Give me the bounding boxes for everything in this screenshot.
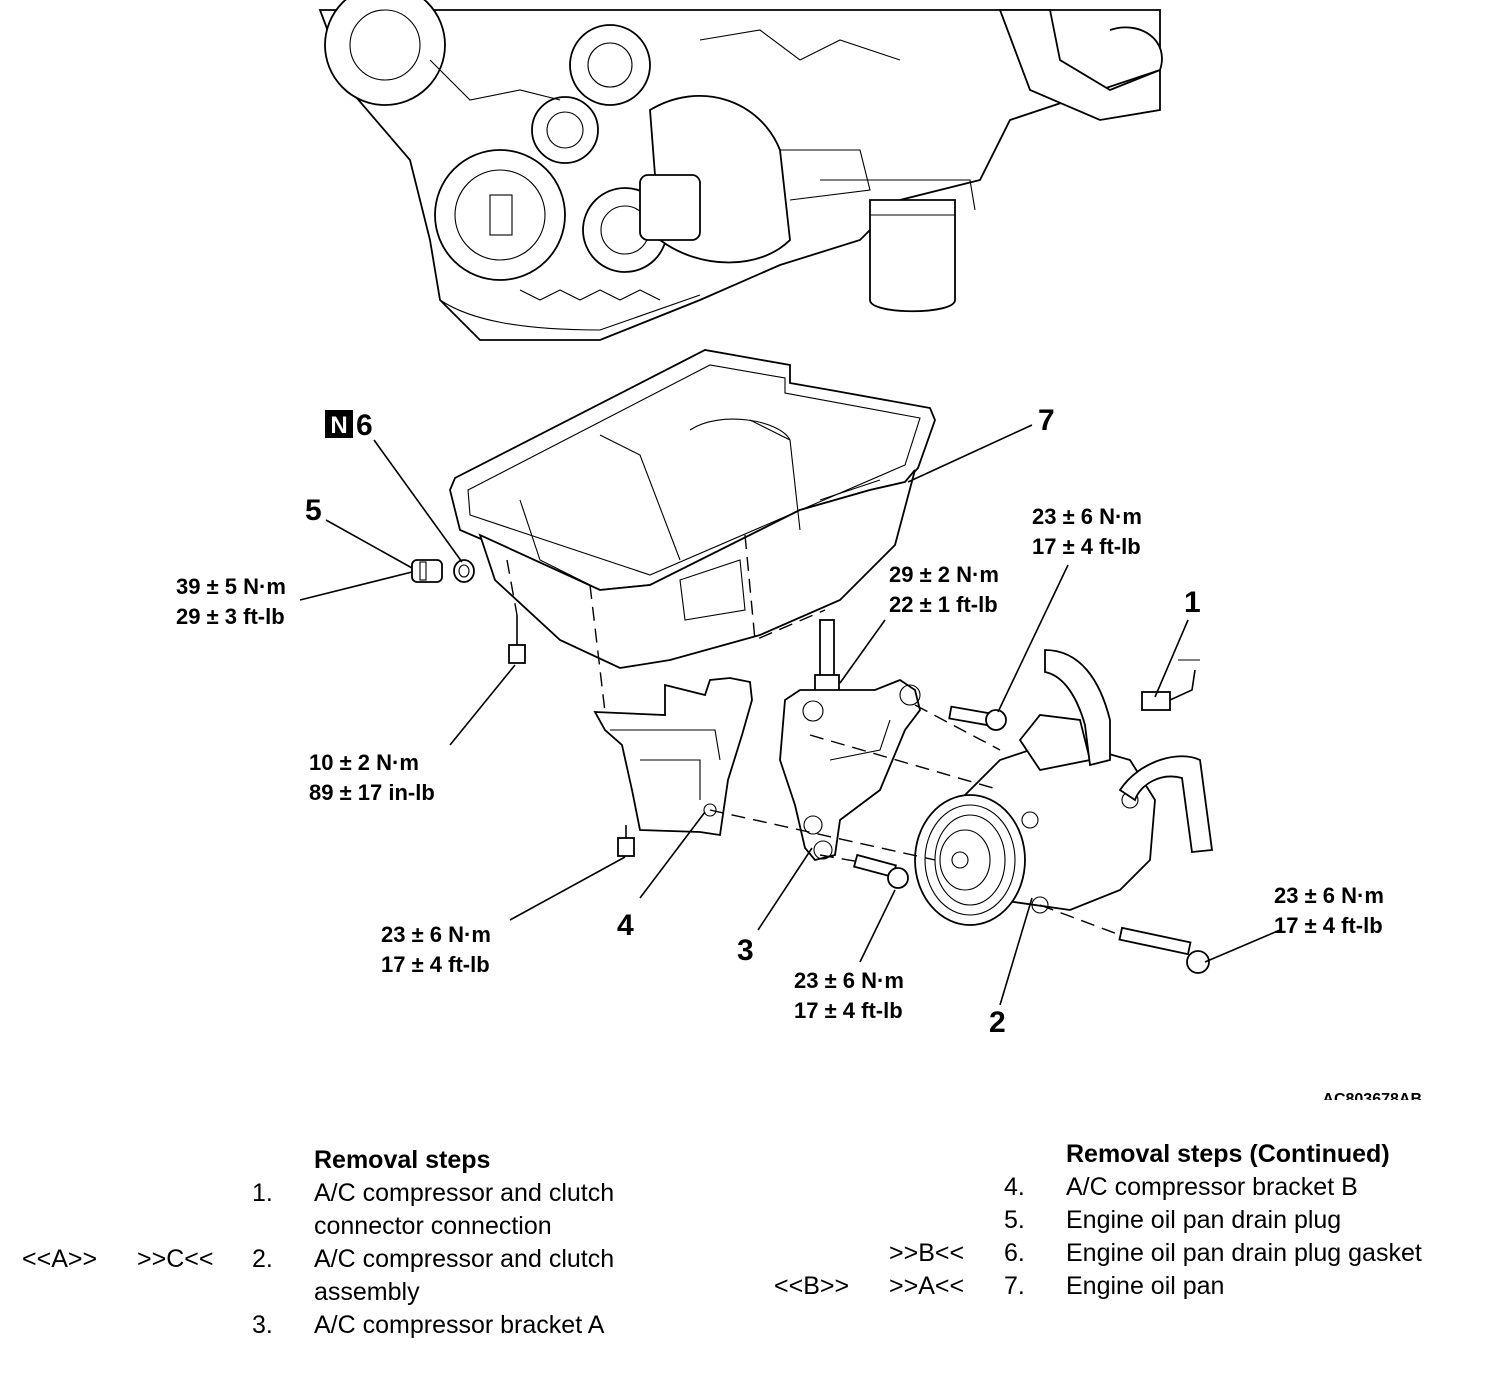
callout-5: 5 [305,494,322,527]
bracket-b-bolt [617,825,635,857]
svg-text:23 ± 6 N·m: 23 ± 6 N·m [794,968,904,993]
callout-6: 6 [356,409,373,442]
step-text: A/C compressor and clutch assembly [314,1245,615,1306]
step-text: A/C compressor bracket A [314,1311,605,1339]
drain-plug [411,559,443,583]
callout-3: 3 [737,934,754,967]
engine-oil-pan [449,349,936,669]
svg-text:17 ± 4 ft-lb: 17 ± 4 ft-lb [794,998,903,1023]
torque-spec-bracket-a-bolt: 29 ± 2 N·m 22 ± 1 ft-lb [889,562,999,617]
step-row-7: <<B>> >>A<< 7. Engine oil pan [760,1270,1504,1303]
step-text: Engine oil pan drain plug gasket [1066,1239,1422,1267]
oil-pan-bolt [508,615,526,664]
callout-7: 7 [1038,404,1055,437]
step-row-3: 3. A/C compressor bracket A [0,1309,760,1342]
callout-4: 4 [617,909,634,942]
step-text: A/C compressor bracket B [1066,1173,1358,1201]
ac-compressor-assembly [914,649,1214,926]
step-number: 4. [1004,1173,1025,1201]
svg-text:23 ± 6 N·m: 23 ± 6 N·m [381,922,491,947]
svg-text:17 ± 4 ft-lb: 17 ± 4 ft-lb [381,952,490,977]
step-row-6: >>B<< 6. Engine oil pan drain plug gaske… [760,1237,1504,1270]
callout-1: 1 [1184,586,1201,619]
step-number: 7. [1004,1272,1025,1300]
step-row-5: 5. Engine oil pan drain plug [760,1204,1504,1237]
upper-compressor-bolt [948,705,1007,731]
right-compressor-bolt [1118,926,1210,974]
step-number: 5. [1004,1206,1025,1234]
step-text: Engine oil pan [1066,1272,1225,1300]
ac-compressor-bracket-a [779,678,921,862]
step-number: 3. [252,1311,273,1339]
step-row-4: 4. A/C compressor bracket B [760,1171,1504,1204]
torque-spec-bracket-b-bolt: 23 ± 6 N·m 17 ± 4 ft-lb [381,922,491,977]
exploded-view-diagram: N 6 5 7 1 4 3 2 39 ± 5 N·m 29 ± 3 ft-lb … [176,0,1422,1100]
svg-text:22 ± 1 ft-lb: 22 ± 1 ft-lb [889,592,998,617]
step-number: 6. [1004,1239,1025,1267]
new-part-badge-label: N [330,412,347,439]
torque-spec-right-bolt: 23 ± 6 N·m 17 ± 4 ft-lb [1274,883,1384,938]
svg-text:17 ± 4 ft-lb: 17 ± 4 ft-lb [1032,534,1141,559]
removal-steps-continued: Removal steps (Continued) 4. A/C compres… [760,1134,1504,1314]
step-ref2: >>B<< [889,1239,965,1267]
step-ref1: <<B>> [774,1272,850,1300]
removal-steps: Removal steps 1. A/C compressor and clut… [0,1140,760,1360]
svg-text:17 ± 4 ft-lb: 17 ± 4 ft-lb [1274,913,1383,938]
step-number: 2. [252,1245,273,1273]
bracket-a-bolt [814,619,840,694]
compressor-connector [1141,659,1200,711]
step-ref2: >>A<< [889,1272,965,1300]
ac-compressor-bracket-b [593,677,753,837]
step-text: Engine oil pan drain plug [1066,1206,1342,1234]
step-number: 1. [252,1179,273,1207]
engine-block-illustration [318,0,1163,341]
step-ref1: <<A>> [22,1245,98,1273]
svg-text:23 ± 6 N·m: 23 ± 6 N·m [1274,883,1384,908]
removal-steps-title: Removal steps [314,1146,491,1174]
torque-spec-upper-bolt: 23 ± 6 N·m 17 ± 4 ft-lb [1032,504,1142,559]
step-ref2: >>C<< [137,1245,214,1273]
svg-text:29 ± 2 N·m: 29 ± 2 N·m [889,562,999,587]
step-row-2: <<A>> >>C<< 2. A/C compressor and clutch… [0,1243,760,1309]
leader-lines [299,424,1281,1006]
step-text: A/C compressor and clutch connector conn… [314,1179,615,1240]
removal-steps-continued-title: Removal steps (Continued) [1066,1140,1390,1168]
svg-text:23 ± 6 N·m: 23 ± 6 N·m [1032,504,1142,529]
drain-plug-gasket [453,559,475,583]
svg-text:39 ± 5 N·m: 39 ± 5 N·m [176,574,286,599]
svg-text:29 ± 3 ft-lb: 29 ± 3 ft-lb [176,604,285,629]
callout-2: 2 [989,1006,1006,1039]
svg-text:10 ± 2 N·m: 10 ± 2 N·m [309,750,419,775]
torque-spec-drain-plug: 39 ± 5 N·m 29 ± 3 ft-lb [176,574,286,629]
new-part-badge [325,410,353,438]
step-row-1: 1. A/C compressor and clutch connector c… [0,1177,760,1243]
torque-spec-lower-bolt: 23 ± 6 N·m 17 ± 4 ft-lb [794,968,904,1023]
lower-compressor-bolt [853,853,909,889]
figure-code: AC803678AB [1322,1091,1422,1100]
torque-spec-oil-pan-bolt: 10 ± 2 N·m 89 ± 17 in-lb [309,750,435,805]
svg-text:89 ± 17 in-lb: 89 ± 17 in-lb [309,780,435,805]
